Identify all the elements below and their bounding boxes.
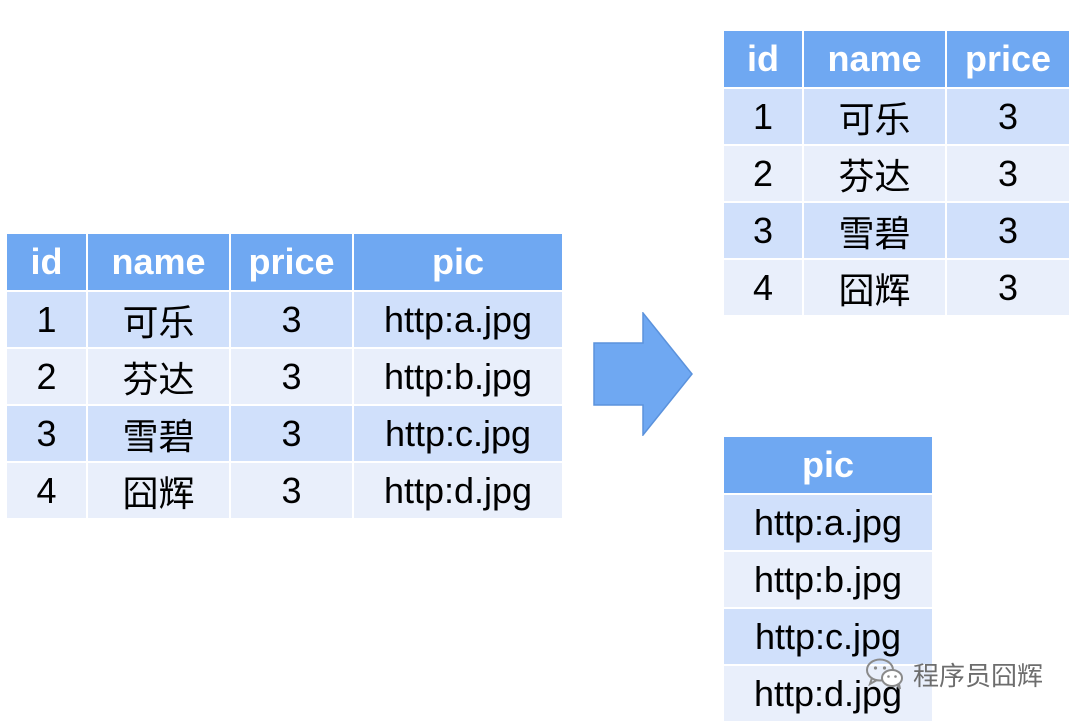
table-cell: http:d.jpg (353, 462, 562, 520)
source-header-pic: pic (353, 234, 562, 292)
table-row: 4 囧辉 3 (724, 259, 1069, 317)
table-cell: 囧辉 (803, 259, 947, 317)
table-cell: http:a.jpg (353, 291, 562, 349)
table-row: 3 雪碧 3 http:c.jpg (7, 405, 562, 463)
main-header-price: price (946, 31, 1069, 89)
table-cell: 3 (946, 202, 1069, 260)
table-row: 4 囧辉 3 http:d.jpg (7, 462, 562, 520)
table-row: 2 芬达 3 (724, 145, 1069, 203)
table-cell: http:b.jpg (353, 348, 562, 406)
table-cell: 雪碧 (803, 202, 947, 260)
table-row: http:b.jpg (724, 551, 932, 609)
source-header-id: id (7, 234, 88, 292)
table-cell: 雪碧 (87, 405, 231, 463)
table-cell: http:c.jpg (353, 405, 562, 463)
source-header-name: name (87, 234, 231, 292)
pic-header: pic (724, 437, 932, 495)
table-cell: 3 (946, 88, 1069, 146)
table-cell: 3 (230, 462, 354, 520)
main-table-header-row: id name price (724, 31, 1069, 89)
right-arrow-icon (593, 312, 693, 436)
table-cell: 1 (7, 291, 88, 349)
table-cell: 3 (230, 291, 354, 349)
table-cell: 芬达 (803, 145, 947, 203)
table-cell: 3 (946, 259, 1069, 317)
table-cell: 3 (230, 405, 354, 463)
table-cell: 囧辉 (87, 462, 231, 520)
table-cell: 2 (724, 145, 804, 203)
table-row: http:c.jpg (724, 608, 932, 666)
watermark: 程序员囧辉 (865, 656, 1043, 692)
table-cell: 3 (946, 145, 1069, 203)
table-row: 3 雪碧 3 (724, 202, 1069, 260)
table-cell: 芬达 (87, 348, 231, 406)
table-cell: http:b.jpg (724, 551, 932, 609)
source-table: id name price pic 1 可乐 3 http:a.jpg 2 芬达… (7, 234, 562, 520)
watermark-text: 程序员囧辉 (913, 661, 1044, 692)
table-cell: 可乐 (87, 291, 231, 349)
table-row: 2 芬达 3 http:b.jpg (7, 348, 562, 406)
main-header-name: name (803, 31, 947, 89)
table-cell: 可乐 (803, 88, 947, 146)
table-row: http:a.jpg (724, 494, 932, 552)
table-cell: 4 (7, 462, 88, 520)
table-cell: http:a.jpg (724, 494, 932, 552)
source-header-price: price (230, 234, 354, 292)
table-cell: 1 (724, 88, 804, 146)
table-cell: 3 (230, 348, 354, 406)
main-header-id: id (724, 31, 804, 89)
wechat-icon (866, 658, 903, 690)
table-cell: 3 (724, 202, 804, 260)
table-cell: 2 (7, 348, 88, 406)
main-table: id name price 1 可乐 3 2 芬达 3 3 雪碧 3 4 (724, 31, 1069, 317)
table-row: 1 可乐 3 http:a.jpg (7, 291, 562, 349)
source-table-header-row: id name price pic (7, 234, 562, 292)
table-cell: http:c.jpg (724, 608, 932, 666)
pic-table: pic http:a.jpg http:b.jpg http:c.jpg htt… (724, 437, 932, 722)
table-cell: 3 (7, 405, 88, 463)
table-row: 1 可乐 3 (724, 88, 1069, 146)
pic-table-header-row: pic (724, 437, 932, 495)
table-cell: 4 (724, 259, 804, 317)
